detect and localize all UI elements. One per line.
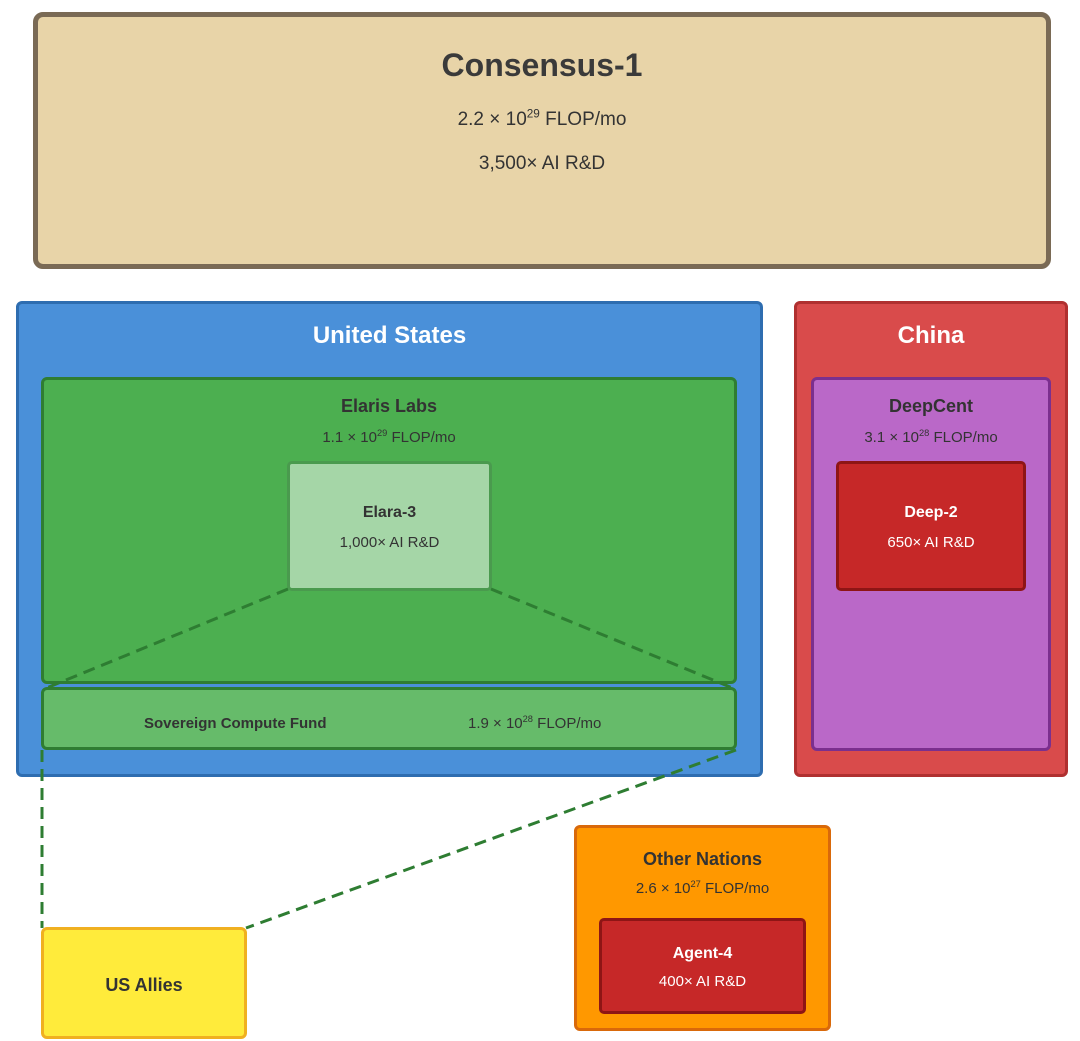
other-nations-compute-base: 2.6 × 10 <box>635 880 691 897</box>
other-nations-compute-exp: 27 <box>690 879 701 889</box>
deep-2-box: Deep-2 650× AI R&D <box>836 461 1026 591</box>
deepcent-compute-unit: FLOP/mo <box>929 429 998 446</box>
deep-2-rnd: 650× AI R&D <box>887 534 975 551</box>
elaris-labs-compute-exp: 29 <box>376 428 388 438</box>
us-allies-box: US Allies <box>41 927 247 1039</box>
consensus-1-title: Consensus-1 <box>441 47 643 83</box>
agent-4-title: Agent-4 <box>672 945 733 962</box>
sovereign-compute-fund-compute-base: 1.9 × 10 <box>468 715 523 732</box>
united-states-title: United States <box>312 322 467 349</box>
us-allies-title: US Allies <box>105 975 183 995</box>
deepcent-compute: 3.1 × 1028 FLOP/mo <box>814 428 1048 446</box>
other-nations-title: Other Nations <box>642 849 762 869</box>
deep-2-title: Deep-2 <box>904 504 958 521</box>
sovereign-compute-fund-box: Sovereign Compute Fund 1.9 × 1028 FLOP/m… <box>41 687 737 750</box>
elara-3-title: Elara-3 <box>362 504 417 521</box>
elaris-labs-compute: 1.1 × 1029 FLOP/mo <box>44 428 734 446</box>
sovereign-compute-fund-compute-exp: 28 <box>522 714 533 724</box>
deepcent-compute-base: 3.1 × 10 <box>864 429 919 446</box>
agent-4-rnd: 400× AI R&D <box>658 973 747 990</box>
consensus-1-compute: 2.2 × 1029 FLOP/mo <box>38 107 1046 131</box>
elaris-labs-compute-base: 1.1 × 10 <box>322 429 377 446</box>
other-nations-compute: 2.6 × 1027 FLOP/mo <box>577 879 828 897</box>
elara-3-box: Elara-3 1,000× AI R&D <box>287 461 492 591</box>
elara-3-rnd: 1,000× AI R&D <box>339 534 440 551</box>
china-title: China <box>897 322 965 349</box>
sovereign-compute-fund-title: Sovereign Compute Fund <box>144 715 327 732</box>
elaris-labs-compute-unit: FLOP/mo <box>387 429 456 446</box>
deepcent-compute-exp: 28 <box>918 428 930 438</box>
deepcent-title: DeepCent <box>888 396 973 416</box>
consensus-1-compute-exp: 29 <box>526 107 540 121</box>
elaris-labs-title: Elaris Labs <box>340 396 438 416</box>
sovereign-compute-fund-compute-unit: FLOP/mo <box>532 715 602 732</box>
agent-4-box: Agent-4 400× AI R&D <box>599 918 806 1014</box>
consensus-1-rnd: 3,500× AI R&D <box>478 153 606 174</box>
consensus-1-box: Consensus-1 2.2 × 1029 FLOP/mo 3,500× AI… <box>33 12 1051 269</box>
sovereign-compute-fund-compute: 1.9 × 1028 FLOP/mo <box>468 714 602 732</box>
consensus-1-compute-unit: FLOP/mo <box>539 109 627 130</box>
other-nations-compute-unit: FLOP/mo <box>700 880 770 897</box>
consensus-1-compute-base: 2.2 × 10 <box>457 109 527 130</box>
